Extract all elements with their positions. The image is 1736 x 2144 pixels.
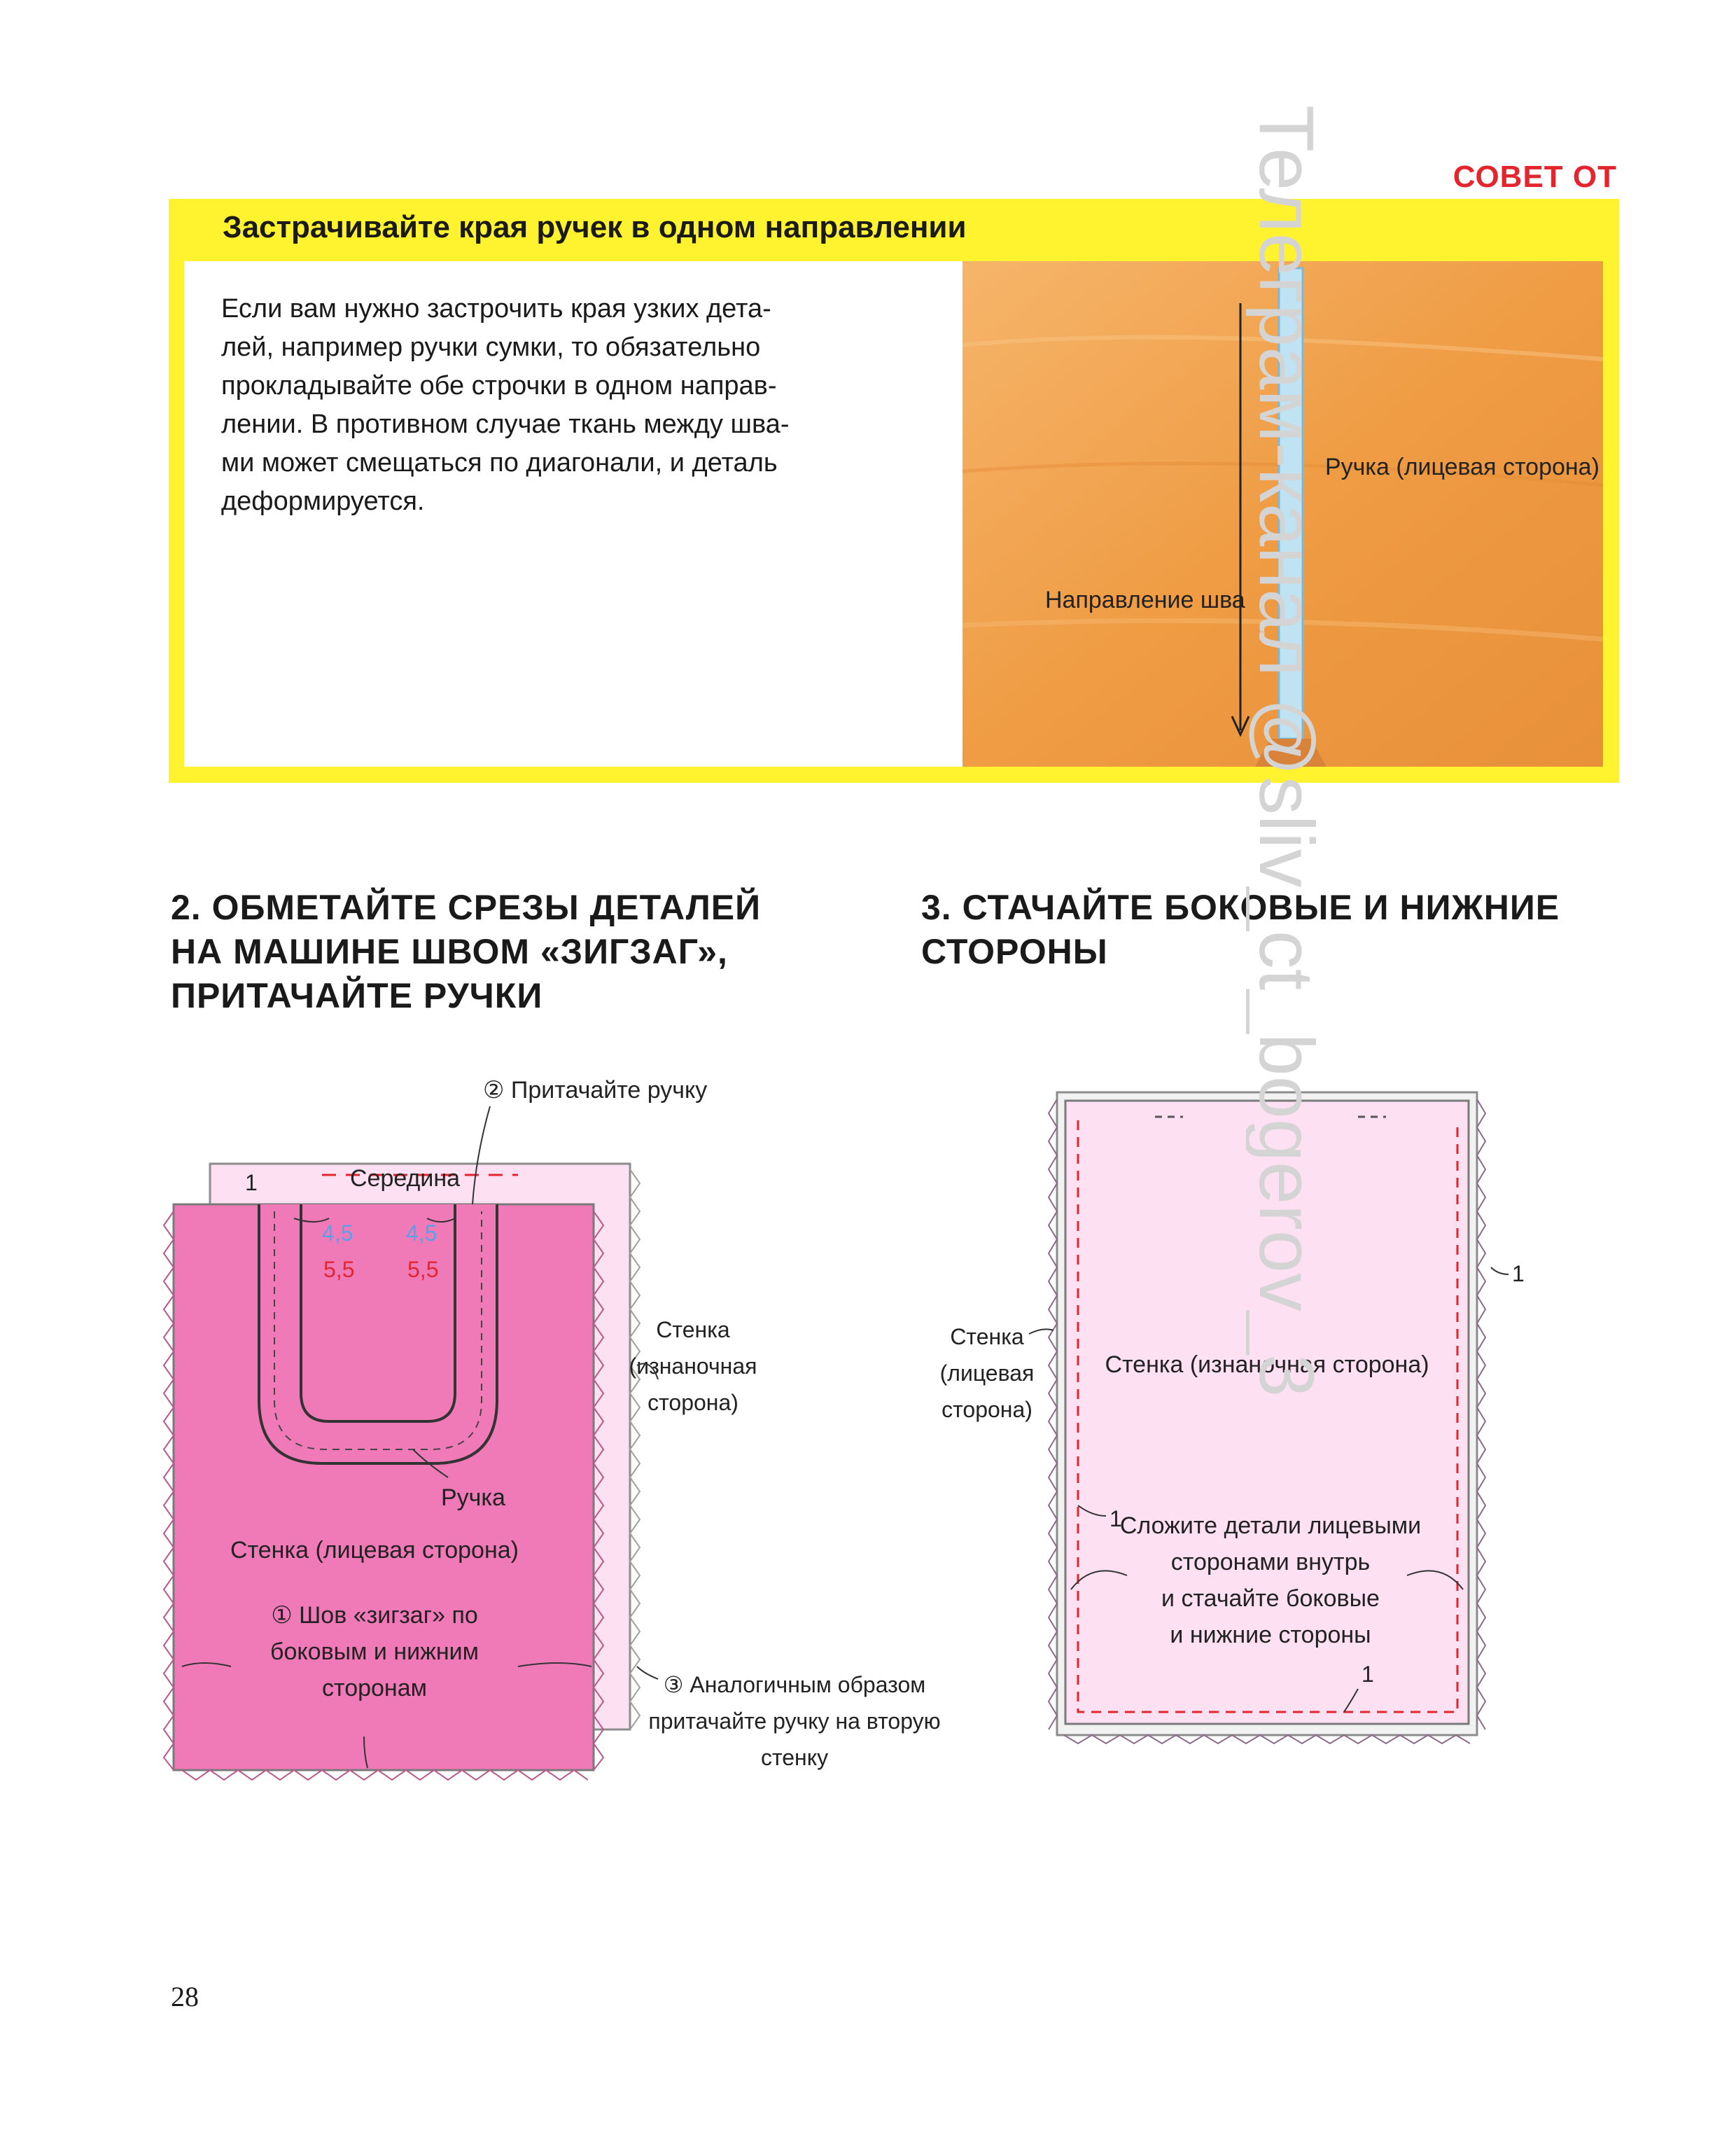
tip-title: Застрачивайте края ручек в одном направл… — [223, 210, 967, 245]
watermark-text: Телеграм-канал @sliv_ct_bogerov_3 — [1246, 105, 1329, 1397]
label-back-wall-3: сторона) — [648, 1390, 738, 1415]
label-back-wall-1: Стенка — [656, 1317, 730, 1342]
label-one: 1 — [245, 1170, 258, 1195]
tip-body-line: ми может смещаться по диагонали, и детал… — [221, 444, 893, 482]
label-same-1: ③ Аналогичным образом — [664, 1672, 925, 1697]
label-back-wall-2: (изнаночная — [629, 1353, 757, 1379]
dim-blue-right: 4,5 — [406, 1220, 437, 1246]
tip-body-line: прокладывайте обе строчки в одном направ… — [221, 367, 893, 405]
label-zigzag-1: ① Шов «зигзаг» по — [271, 1602, 478, 1629]
tip-body-line: Если вам нужно застрочить края узких дет… — [221, 290, 893, 328]
step3-title: 3. СТАЧАЙТЕ БОКОВЫЕ И НИЖНИЕ СТОРОНЫ — [921, 886, 1560, 974]
tip-body: Если вам нужно застрочить края узких дет… — [221, 290, 893, 521]
label-attach-handle: ② Притачайте ручку — [483, 1077, 707, 1104]
label-one-right: 1 — [1512, 1261, 1525, 1286]
step3-diagram: Стенка (лицевая сторона) Стенка (изнаноч… — [903, 1085, 1533, 1757]
label-middle: Середина — [350, 1165, 460, 1192]
label-zigzag-2: боковым и нижним — [270, 1638, 479, 1665]
step3-title-line: СТОРОНЫ — [921, 930, 1560, 974]
label-same-2: притачайте ручку на вторую — [648, 1708, 940, 1734]
tip-body-line: лении. В противном случае ткань между шв… — [221, 405, 893, 444]
label-front-wall-1: Стенка — [950, 1324, 1024, 1349]
label-front-wall: Стенка (лицевая сторона) — [230, 1537, 519, 1564]
label-handle: Ручка — [441, 1484, 505, 1511]
label-handle-face: Ручка (лицевая сторона) — [1325, 454, 1600, 480]
tip-body-line: лей, например ручки сумки, то обязательн… — [221, 328, 893, 367]
label-one-bottom: 1 — [1362, 1662, 1374, 1687]
page-number: 28 — [171, 1980, 199, 2013]
label-seam-direction: Направление шва — [1045, 587, 1245, 613]
dim-red-left: 5,5 — [323, 1257, 354, 1282]
label-front-wall-2: (лицевая — [940, 1360, 1035, 1386]
label-front-wall-3: сторона) — [941, 1397, 1032, 1422]
dim-blue-left: 4,5 — [322, 1220, 353, 1246]
step2-diagram: ② Притачайте ручку 1 Середина 4,5 4,5 5,… — [154, 1071, 980, 1793]
step2-title-line: НА МАШИНЕ ШВОМ «ЗИГЗАГ», — [171, 930, 761, 974]
watermark: Телеграм-канал @sliv_ct_bogerov_3 — [1246, 105, 1337, 2038]
step2-title-line: ПРИТАЧАЙТЕ РУЧКИ — [171, 974, 761, 1018]
tip-body-line: деформируется. — [221, 482, 893, 521]
label-same-3: стенку — [761, 1745, 828, 1770]
dim-red-right: 5,5 — [407, 1257, 438, 1282]
label-zigzag-3: сторонам — [322, 1675, 427, 1701]
step2-title-line: 2. ОБМЕТАЙТЕ СРЕЗЫ ДЕТАЛЕЙ — [171, 886, 761, 930]
step3-title-line: 3. СТАЧАЙТЕ БОКОВЫЕ И НИЖНИЕ — [921, 886, 1560, 930]
step2-title: 2. ОБМЕТАЙТЕ СРЕЗЫ ДЕТАЛЕЙ НА МАШИНЕ ШВО… — [171, 886, 761, 1018]
